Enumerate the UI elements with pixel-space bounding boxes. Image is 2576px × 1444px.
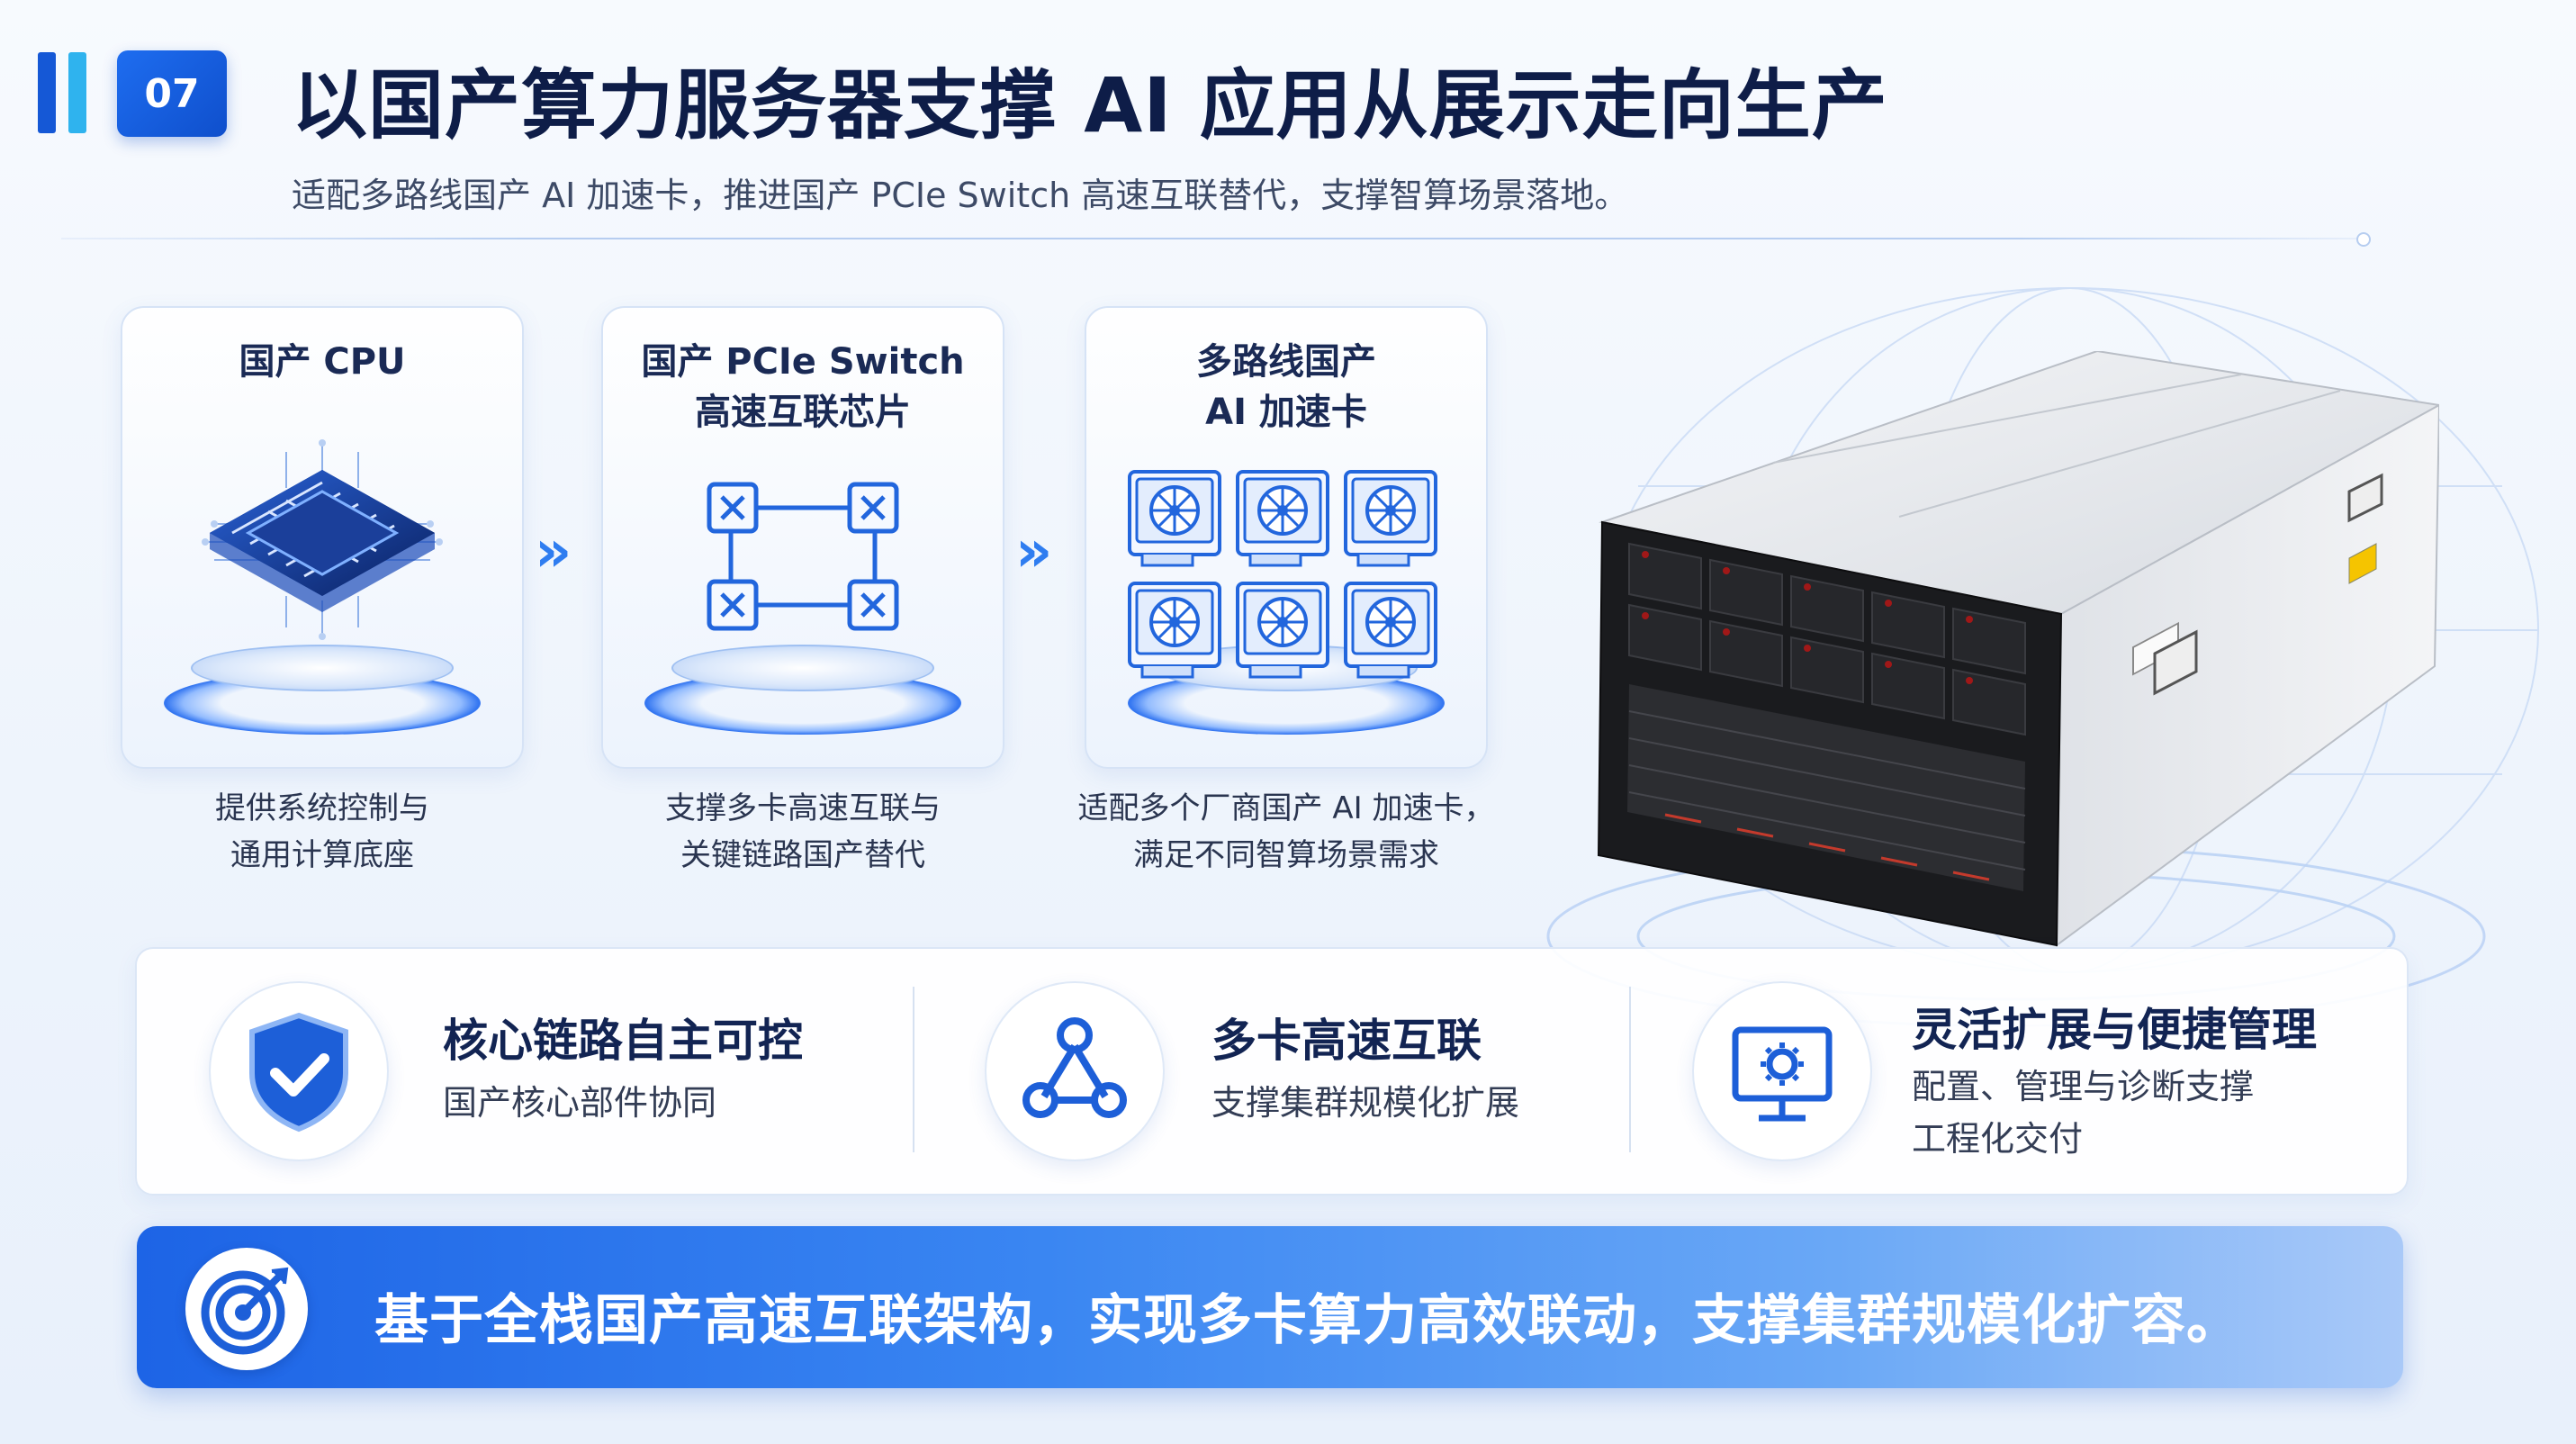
card-cpu: 国产 CPU 提供系统控制与 通用计算底座 bbox=[121, 306, 524, 873]
feature-icon-circle bbox=[1692, 981, 1872, 1161]
rack-server-image bbox=[1597, 351, 2439, 948]
card-pcie-switch: 国产 PCIe Switch 高速互联芯片 支撑多卡高速互联与 关键链路国产替代 bbox=[601, 306, 1004, 873]
double-chevron-right-icon: » bbox=[1015, 519, 1053, 585]
cpu-chip-icon bbox=[202, 439, 443, 640]
section-bars-decoration bbox=[38, 52, 92, 133]
feature-subtitle: 国产核心部件协同 bbox=[443, 1083, 717, 1123]
card-description: 适配多个厂商国产 AI 加速卡， 满足不同智算场景需求 bbox=[1077, 790, 1495, 873]
feature-icon-circle bbox=[209, 981, 389, 1161]
card-title: 多路线国产 AI 加速卡 bbox=[1196, 341, 1376, 433]
summary-banner bbox=[137, 1226, 2403, 1388]
card-description: 支撑多卡高速互联与 关键链路国产替代 bbox=[665, 790, 941, 873]
card-title: 国产 CPU bbox=[239, 341, 406, 383]
accelerator-cards-icon bbox=[1128, 470, 1437, 679]
target-arrow-icon bbox=[201, 1267, 289, 1355]
section-number-badge: 07 bbox=[117, 50, 227, 137]
feature-subtitle: 工程化交付 bbox=[1912, 1119, 2084, 1159]
shield-check-icon bbox=[249, 1012, 348, 1133]
switch-topology-icon bbox=[707, 482, 899, 631]
feature-divider bbox=[913, 987, 914, 1152]
feature-subtitle: 支撑集群规模化扩展 bbox=[1211, 1083, 1520, 1123]
banner-text: 基于全栈国产高速互联架构，实现多卡算力高效联动，支撑集群规模化扩容。 bbox=[374, 1289, 2241, 1352]
card-pedestal bbox=[644, 645, 961, 744]
network-nodes-icon bbox=[1022, 1017, 1127, 1118]
card-title: 国产 PCIe Switch 高速互联芯片 bbox=[641, 341, 965, 433]
feature-subtitle: 配置、管理与诊断支撑 bbox=[1912, 1067, 2255, 1106]
feature-title: 核心链路自主可控 bbox=[443, 1015, 803, 1067]
header-divider bbox=[61, 238, 2365, 239]
page-subtitle: 适配多路线国产 AI 加速卡，推进国产 PCIe Switch 高速互联替代，支… bbox=[292, 176, 1629, 215]
feature-title: 灵活扩展与便捷管理 bbox=[1912, 1004, 2317, 1056]
card-pedestal bbox=[164, 645, 481, 744]
divider-end-dot bbox=[2356, 232, 2371, 247]
features-panel bbox=[135, 947, 2409, 1196]
banner-icon-circle bbox=[185, 1248, 308, 1370]
card-description: 提供系统控制与 通用计算底座 bbox=[215, 790, 429, 873]
feature-title: 多卡高速互联 bbox=[1211, 1015, 1482, 1067]
monitor-gear-icon bbox=[1732, 1026, 1833, 1122]
card-ai-accelerator: 多路线国产 AI 加速卡 适配多个厂商国产 AI 加速卡， 满足不同智算场景需求 bbox=[1078, 306, 1494, 873]
feature-icon-circle bbox=[985, 981, 1165, 1161]
feature-divider bbox=[1629, 987, 1631, 1152]
double-chevron-right-icon: » bbox=[535, 519, 572, 585]
page-title: 以国产算力服务器支撑 AI 应用从展示走向生产 bbox=[292, 61, 1888, 149]
